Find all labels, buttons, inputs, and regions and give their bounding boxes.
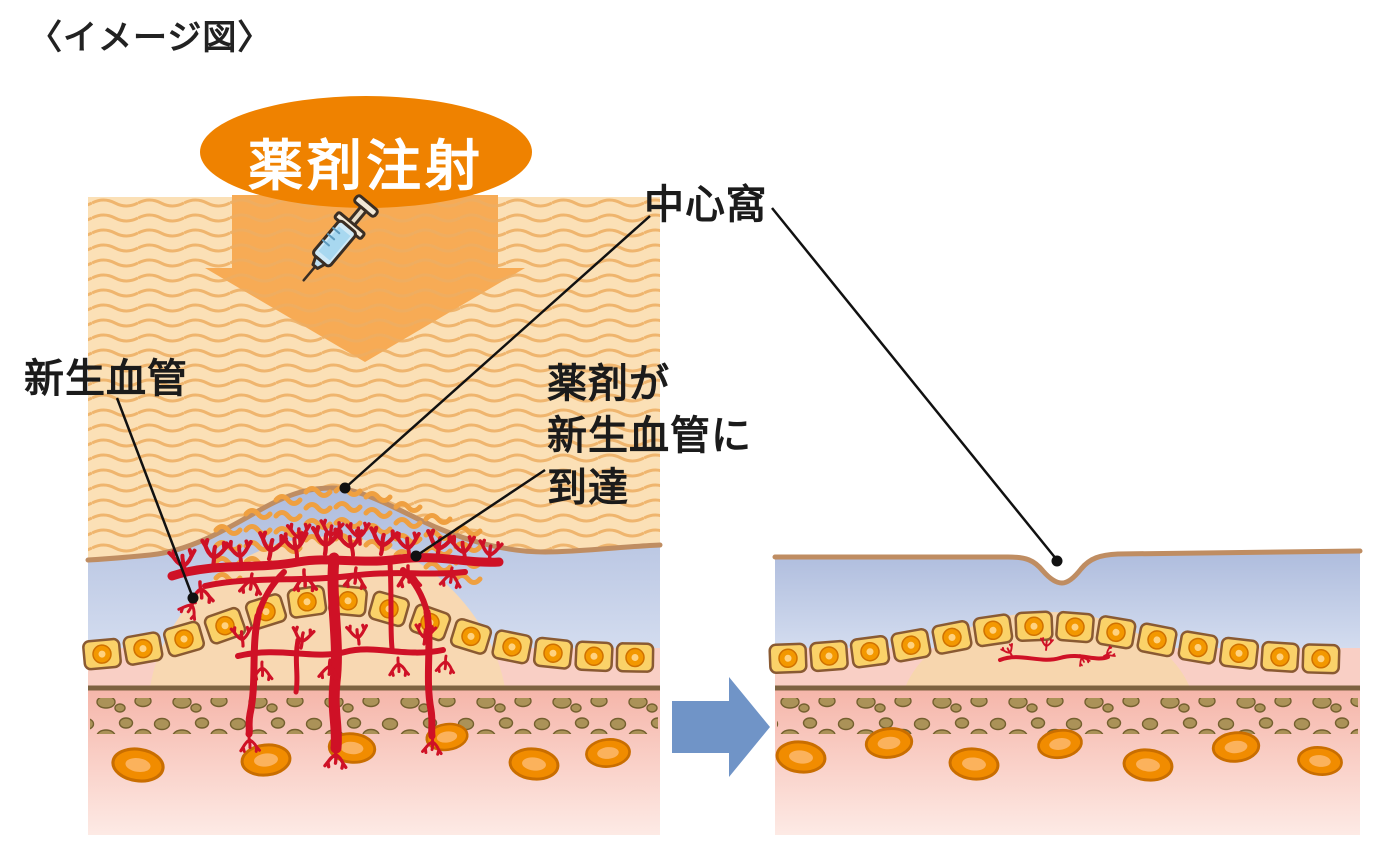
right-panel-after-treatment: [768, 548, 1363, 835]
drug-reaches-vessels-label: 薬剤が 新生血管に 到達: [547, 362, 752, 510]
left-panel-before-treatment: [81, 195, 663, 835]
neovascular-vessels: [169, 518, 504, 770]
fovea-label: 中心窩: [644, 183, 767, 227]
wave-overlay: [88, 197, 660, 560]
choriocapillaris-dots-right: [777, 698, 1358, 734]
leader-dots: [187, 482, 1063, 604]
syringe-icon: [302, 194, 379, 282]
drug-reach-leader: [415, 468, 546, 558]
injection-bubble-label: 薬剤注射: [247, 135, 484, 197]
vessels-leader: [115, 397, 195, 599]
leader-lines: [115, 207, 1058, 599]
new-vessels-label: 新生血管: [24, 357, 188, 401]
injection-bubble: [200, 96, 532, 208]
choriocapillaris-dots: [90, 698, 658, 734]
regressed-vessel: [998, 637, 1117, 668]
transition-right-arrow: [672, 677, 770, 777]
membrane-curve-right-with-fovea: [772, 548, 1363, 586]
fovea-leader-right: [771, 207, 1058, 561]
retina-blue-layer-right: [775, 551, 1360, 648]
fovea-leader-left: [344, 215, 651, 489]
diagram-title: 〈イメージ図〉: [28, 19, 273, 57]
